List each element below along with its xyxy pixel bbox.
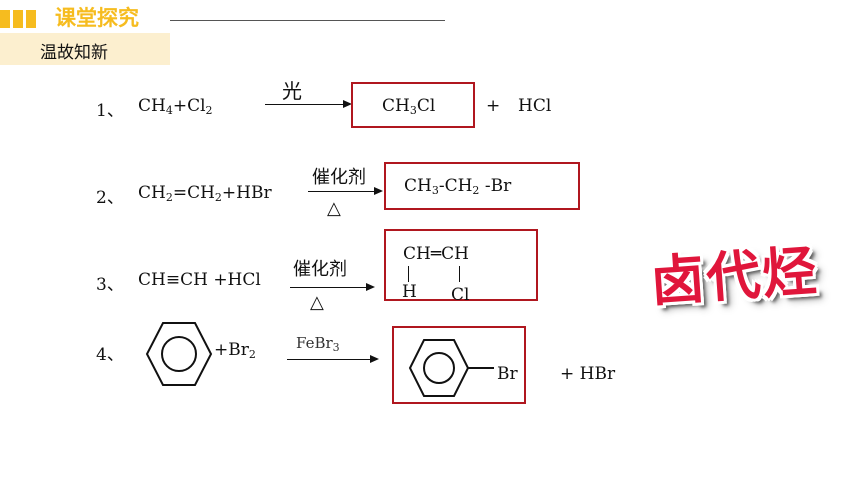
- reaction-2-product: CH3-CH2 -Br: [404, 176, 512, 197]
- reaction-4-byproduct: + HBr: [560, 364, 616, 384]
- reaction-3-product-chain: CH═CH: [403, 244, 469, 264]
- benzene-ring-icon: [145, 322, 213, 386]
- reaction-4-product-box: [392, 326, 526, 404]
- reaction-3-product-box: [384, 229, 538, 301]
- header-bar-3: [26, 10, 36, 28]
- reaction-3-number: 3、: [96, 275, 124, 295]
- reaction-1-condition: 光: [282, 79, 302, 103]
- reaction-1-byproduct: HCl: [518, 96, 552, 116]
- reaction-2-arrow-head: [374, 187, 383, 195]
- reaction-3-product-cl: Cl: [451, 285, 470, 305]
- reaction-1-product-box: [351, 82, 475, 128]
- reaction-4-reactant-suffix: +Br2: [214, 340, 256, 361]
- haloalkane-label: 卤代烃: [648, 239, 821, 314]
- reaction-2-product-box: [384, 162, 580, 210]
- reaction-3-arrow-head: [366, 283, 375, 291]
- reaction-3-product-h: H: [402, 282, 417, 302]
- reaction-4-product-br: Br: [497, 364, 518, 384]
- reaction-1-plus: +: [486, 96, 501, 116]
- reaction-2-number: 2、: [96, 188, 124, 208]
- reaction-4-number: 4、: [96, 345, 124, 365]
- header-bar-2: [13, 10, 23, 28]
- subtitle-text: 温故知新: [40, 43, 108, 63]
- reaction-3-arrow: [290, 287, 368, 288]
- header-bar-1: [0, 10, 10, 28]
- reaction-1-product: CH3Cl: [382, 96, 436, 117]
- page-title: 课堂探究: [55, 6, 139, 30]
- subtitle-banner: 温故知新: [0, 33, 170, 65]
- reaction-4-arrow-head: [370, 355, 379, 363]
- reaction-3-catalyst: 催化剂: [293, 259, 347, 280]
- reaction-3-bond-left: [408, 266, 409, 282]
- reaction-4-catalyst: FeBr3: [296, 334, 340, 354]
- title-underline: [170, 20, 445, 21]
- reaction-2-heat: △: [327, 198, 341, 219]
- reaction-3-bond-right: [459, 266, 460, 282]
- reaction-4-arrow: [287, 359, 372, 360]
- bromobenzene-ring-icon: [408, 339, 494, 397]
- reaction-1-number: 1、: [96, 101, 124, 121]
- reaction-1-reactant: CH4+Cl2: [138, 96, 213, 117]
- reaction-3-heat: △: [310, 292, 324, 313]
- reaction-2-reactant: CH2=CH2+HBr: [138, 183, 272, 204]
- reaction-3-reactant: CH≡CH +HCl: [138, 270, 261, 290]
- reaction-1-arrow-head: [343, 100, 352, 108]
- reaction-2-catalyst: 催化剂: [312, 167, 366, 188]
- reaction-2-arrow: [308, 191, 376, 192]
- reaction-1-arrow: [265, 104, 345, 105]
